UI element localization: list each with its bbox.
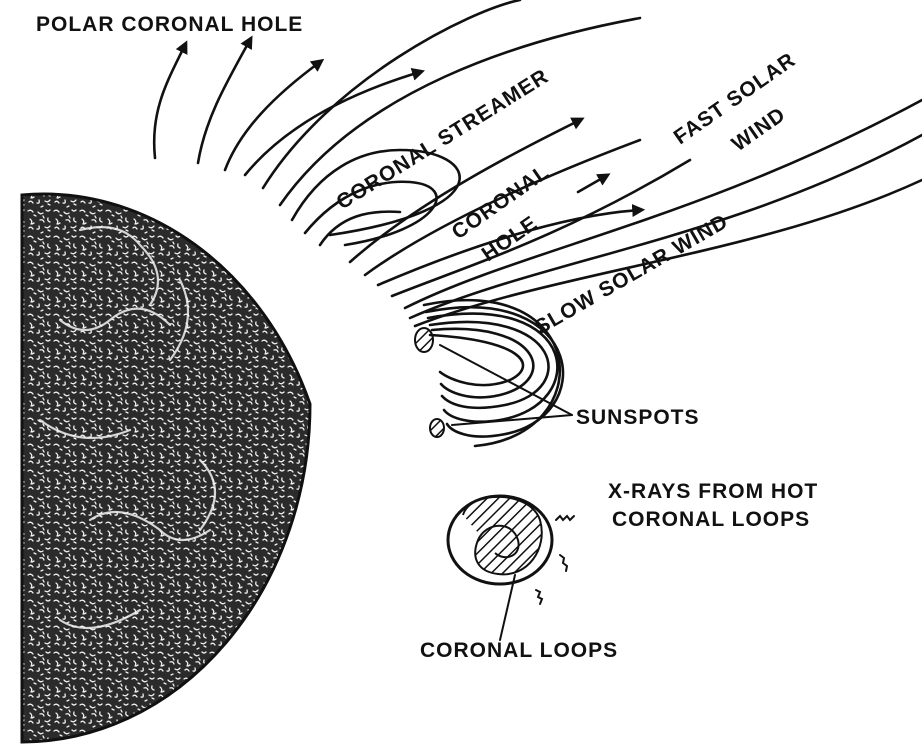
label-xrays-line1: X-RAYS FROM HOT — [608, 480, 818, 503]
sun-disc — [22, 194, 310, 742]
label-polar-coronal-hole: POLAR CORONAL HOLE — [36, 13, 303, 36]
fast-wind-arrow — [578, 176, 606, 192]
hot-coronal-loop — [448, 496, 552, 640]
label-sunspots: SUNSPOTS — [576, 406, 700, 429]
label-xrays-line2: CORONAL LOOPS — [612, 508, 810, 531]
label-coronal-loops: CORONAL LOOPS — [420, 639, 618, 662]
